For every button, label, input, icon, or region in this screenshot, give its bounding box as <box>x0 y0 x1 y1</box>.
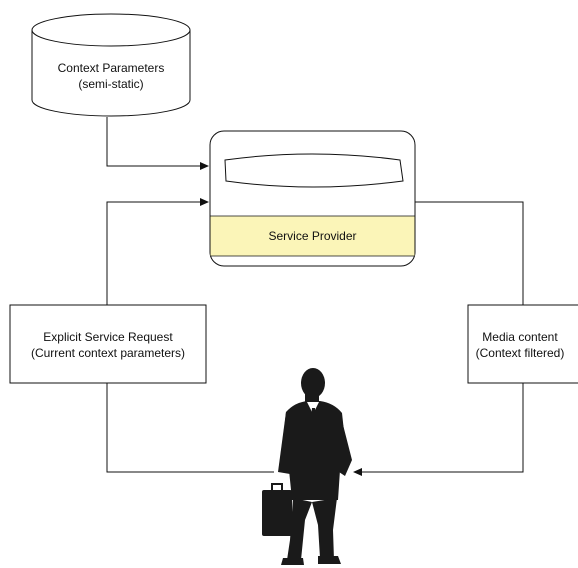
connector-context-to-provider <box>106 117 209 170</box>
connector-request-to-provider <box>106 198 209 305</box>
connector-provider-to-media <box>415 201 524 305</box>
tie-icon <box>310 408 316 438</box>
service-provider-label: Service Provider <box>268 229 357 243</box>
explicit-request-label: Explicit Service Request (Current contex… <box>10 329 206 361</box>
businessman-icon <box>278 368 352 565</box>
explicit-request-title: Explicit Service Request <box>43 330 173 344</box>
media-content-label: Media content (Context filtered) <box>464 329 576 361</box>
context-parameters-subtitle: (semi-static) <box>78 77 144 91</box>
service-provider-box <box>209 130 416 267</box>
context-parameters-database <box>31 13 191 117</box>
explicit-request-subtitle: (Current context parameters) <box>30 346 186 360</box>
media-content-title: Media content <box>482 330 558 344</box>
context-parameters-label: Context Parameters (semi-static) <box>32 60 190 92</box>
connector-media-to-user <box>353 383 524 476</box>
storage-disk-icon <box>224 153 404 188</box>
service-provider-band <box>210 216 415 256</box>
media-content-box <box>467 304 578 384</box>
media-content-subtitle: (Context filtered) <box>475 346 565 360</box>
context-parameters-title: Context Parameters <box>57 61 165 75</box>
briefcase-icon <box>262 483 292 536</box>
connector-user-to-request <box>106 383 274 473</box>
explicit-request-box <box>9 304 207 384</box>
